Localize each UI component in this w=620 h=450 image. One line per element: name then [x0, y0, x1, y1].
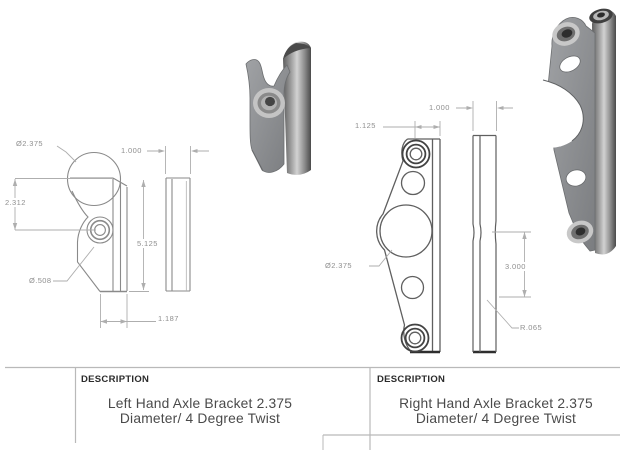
- left-description-line2: Diameter/ 4 Degree Twist: [119, 410, 281, 426]
- right-description-text: Right Hand Axle Bracket 2.375 Diameter/ …: [376, 396, 616, 426]
- tube-circle: [379, 204, 433, 258]
- left-description-header: DESCRIPTION: [81, 374, 150, 385]
- dim-left-hole-diameter: Ø.508: [29, 276, 52, 285]
- dim-right-tube-diameter: Ø2.375: [325, 261, 353, 270]
- oval-hole-bottom: [565, 169, 587, 187]
- dim-right-thickness: 1.000: [429, 103, 450, 112]
- right-front-view: [376, 138, 441, 354]
- right-dimension-lines: [369, 101, 531, 329]
- left-description-line1: Left Hand Axle Bracket 2.375: [107, 396, 293, 411]
- right-description-header: DESCRIPTION: [377, 374, 446, 385]
- dim-left-overall-height: 5.125: [136, 239, 159, 248]
- oval-hole-top: [559, 55, 581, 73]
- left-description-text: Left Hand Axle Bracket 2.375 Diameter/ 4…: [83, 396, 317, 426]
- dim-left-base-width: 1.187: [158, 314, 179, 323]
- dim-left-vertical-offset: 2.312: [4, 198, 27, 207]
- right-3d-render: [542, 8, 616, 255]
- tube-3d: [592, 9, 616, 255]
- left-arrowheads: [12, 149, 198, 324]
- tube-3d: [283, 41, 311, 175]
- left-3d-render: [245, 41, 311, 175]
- bushing-hole: [94, 224, 106, 236]
- right-description-line2: Diameter/ 4 Degree Twist: [415, 410, 577, 426]
- right-side-view: [472, 134, 497, 354]
- tube-circle: [66, 151, 122, 207]
- right-arrowheads: [415, 106, 527, 297]
- saddle-notch: [543, 80, 584, 148]
- dim-right-bend-radius: R.065: [520, 323, 543, 332]
- left-side-view: [165, 177, 191, 292]
- dim-left-tube-diameter: Ø2.375: [16, 139, 44, 148]
- dim-left-thickness: 1.000: [121, 146, 142, 155]
- left-front-view: [66, 151, 128, 293]
- dim-right-offset-height: 3.000: [504, 262, 527, 271]
- counterbore-hole: [265, 96, 275, 107]
- title-block-lines: [5, 366, 620, 450]
- dim-right-top-width: 1.125: [355, 121, 376, 130]
- left-dimension-lines: [12, 145, 209, 328]
- right-description-line1: Right Hand Axle Bracket 2.375: [399, 396, 593, 411]
